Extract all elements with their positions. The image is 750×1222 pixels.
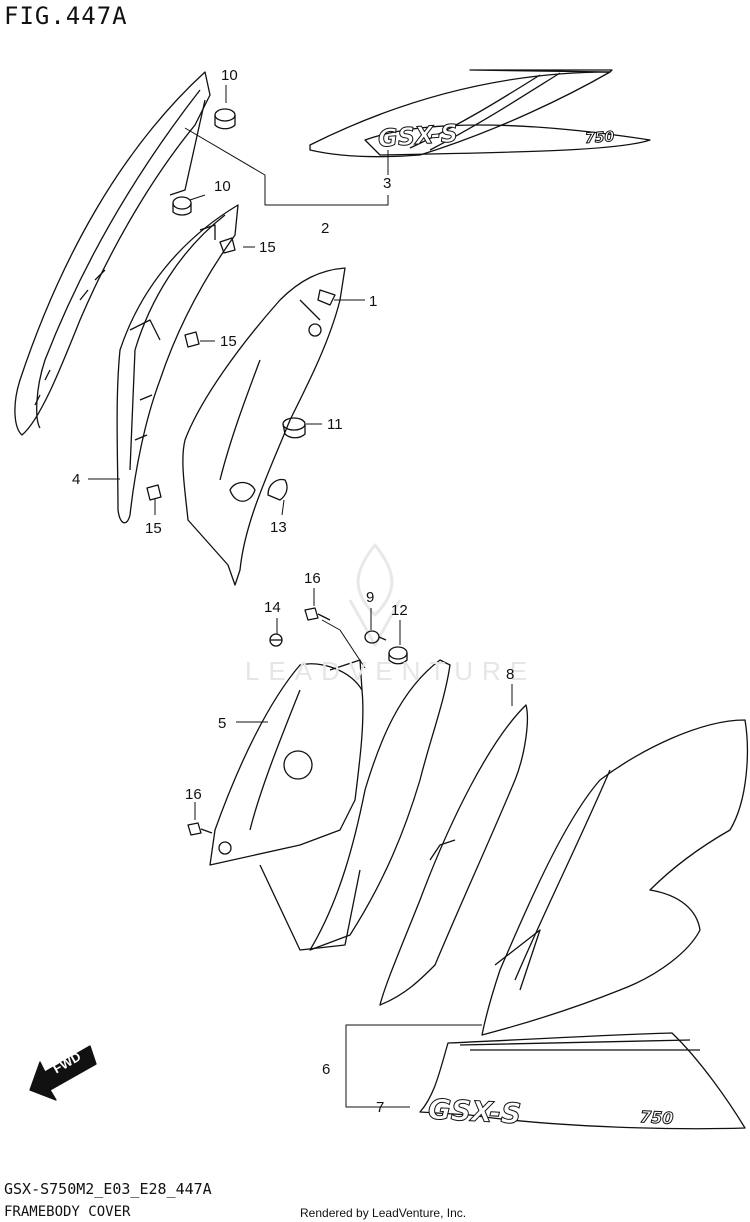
render-credit: Rendered by LeadVenture, Inc. [300,1206,467,1220]
callout-15-a: 15 [259,239,276,256]
part-1-side-cover [182,267,346,586]
upper-decal-brand: GSX-S [377,119,460,154]
lower-decal-model: 750 [639,1107,674,1129]
callout-8: 8 [506,666,515,683]
callout-15-b: 15 [220,333,237,350]
part-10-grommet-upper [214,108,236,130]
fwd-arrow [29,1045,97,1101]
callout-13: 13 [270,519,287,536]
part-12-nut [388,646,408,665]
part-11-grommet [282,417,306,439]
figure-caption: FRAMEBODY COVER [4,1204,131,1220]
part-2-upper-cover [14,71,211,436]
callout-3: 3 [383,175,392,192]
callout-1: 1 [369,293,378,310]
callout-7: 7 [376,1099,385,1116]
part-14-bolt [269,633,283,647]
part-8-panel [379,704,529,1006]
part-9-bolt [364,630,387,644]
callout-12: 12 [391,602,408,619]
part-6-front-cover [481,719,748,1036]
callout-16-upper: 16 [304,570,321,587]
part-15-clip-c [146,484,162,501]
part-16-screw-lower [187,822,213,836]
figure-title: FIG.447A [4,2,128,30]
callout-10-lower: 10 [214,178,231,195]
callout-15-c: 15 [145,520,162,537]
part-15-clip-a [219,237,236,254]
callout-4: 4 [72,471,81,488]
part-5-lower-inner-cover [209,659,364,951]
callout-6: 6 [322,1061,331,1078]
watermark-text: LEADVENTURE [245,656,537,686]
model-code: GSX-S750M2_E03_E28_447A [4,1180,212,1198]
watermark-logo [348,543,402,647]
leader-lines [88,85,513,1108]
part-3-upper-decal [309,69,651,158]
part-4-inner-cover [116,204,239,524]
part-15-clip-b [184,331,200,348]
part-13-cap [267,478,288,501]
lower-decal-brand: GSX-S [427,1092,523,1131]
part-5-side-bracket [309,659,451,951]
part-16-screw-upper [304,607,331,621]
callout-14: 14 [264,599,281,616]
upper-decal-model: 750 [584,128,615,148]
callout-5: 5 [218,715,227,732]
part-7-lower-decal [419,1032,746,1130]
callout-16-lower: 16 [185,786,202,803]
callout-9: 9 [366,589,375,606]
callout-10-upper: 10 [221,67,238,84]
callout-2: 2 [321,220,330,237]
part-10-grommet-lower [172,196,192,216]
callout-11: 11 [327,416,343,433]
